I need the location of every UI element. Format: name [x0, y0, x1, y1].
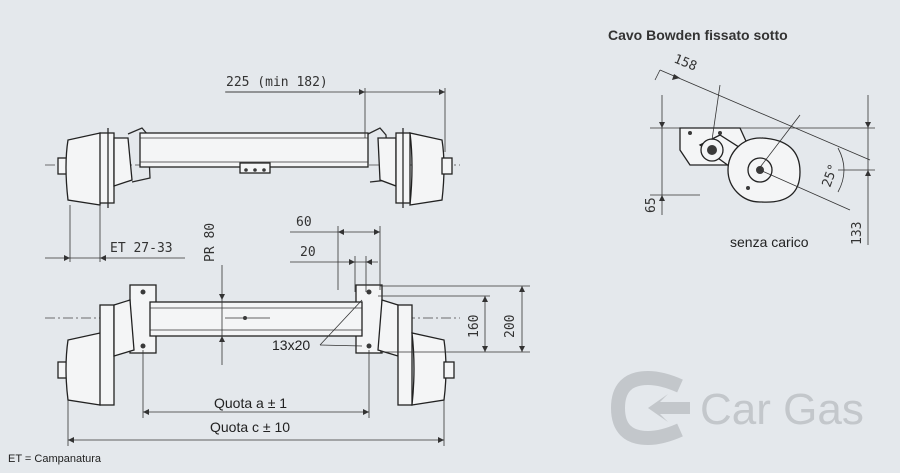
dim-133: 133 [850, 222, 865, 245]
footnote: ET = Campanatura [8, 453, 102, 465]
dim-60: 60 [296, 215, 312, 230]
label-unloaded: senza carico [730, 234, 809, 250]
cargas-logo: Car Gas [610, 370, 864, 446]
dim-et: ET 27-33 [110, 241, 173, 256]
dim-225: 225 (min 182) [226, 75, 328, 90]
dim-65: 65 [644, 197, 659, 213]
dim-25: 25° [820, 162, 842, 189]
dim-200: 200 [503, 315, 518, 338]
dim-pr: PR 80 [203, 223, 218, 262]
side-view-drawing: 158 25° 65 133 senza carico [644, 52, 875, 250]
dim-13x20: 13x20 [272, 337, 310, 353]
logo-text: Car Gas [700, 385, 864, 434]
dim-160: 160 [467, 315, 482, 338]
side-view-title-text: Cavo Bowden fissato sotto [608, 27, 788, 43]
front-view-dimensions: PR 80 60 20 160 200 13x20 [67, 215, 530, 446]
top-view-dimensions: 225 (min 182) ET 27-33 [45, 75, 446, 262]
dim-158: 158 [672, 52, 699, 75]
front-view-axle [45, 284, 460, 406]
quota-c: Quota c ± 10 [210, 419, 290, 435]
quota-a: Quota a ± 1 [214, 395, 287, 411]
dim-20: 20 [300, 245, 316, 260]
side-view-title: Cavo Bowden fissato sotto [608, 27, 788, 43]
cargas-logo-icon [610, 370, 690, 446]
top-view-axle [45, 127, 460, 208]
